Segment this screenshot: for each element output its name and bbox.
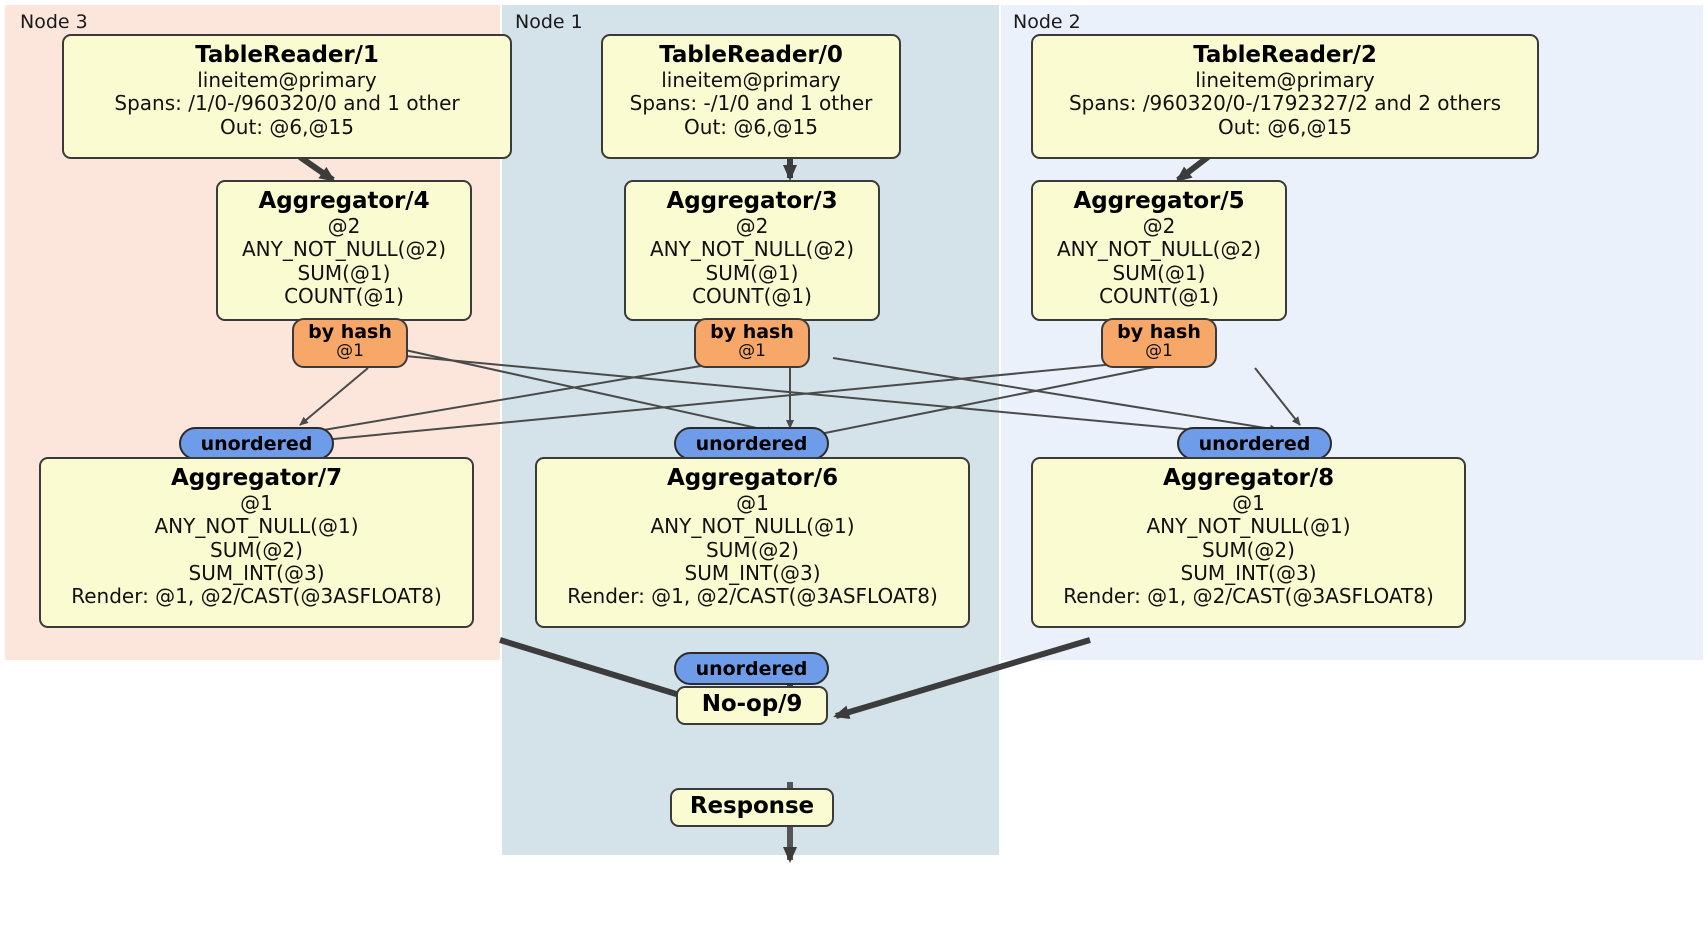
processor-aggregator-8[interactable]: Aggregator/8 @1 ANY_NOT_NULL(@1) SUM(@2)… bbox=[1031, 457, 1466, 628]
synchronizer-center[interactable]: unordered bbox=[674, 427, 829, 460]
processor-line: SUM_INT(@3) bbox=[1180, 561, 1317, 586]
hash-router-label: by hash bbox=[1117, 321, 1201, 343]
processor-line: SUM(@2) bbox=[210, 537, 303, 562]
synchronizer-right[interactable]: unordered bbox=[1177, 427, 1332, 460]
processor-line: ANY_NOT_NULL(@1) bbox=[650, 514, 855, 539]
processor-line: SUM(@2) bbox=[1202, 537, 1295, 562]
node-label-node1: Node 1 bbox=[515, 11, 583, 33]
processor-line: @1 bbox=[736, 490, 769, 515]
processor-line: Spans: /960320/0-/1792327/2 and 2 others bbox=[1068, 91, 1501, 116]
hash-router-label: by hash bbox=[710, 321, 794, 343]
processor-line: SUM_INT(@3) bbox=[188, 561, 325, 586]
processor-aggregator-6[interactable]: Aggregator/6 @1 ANY_NOT_NULL(@1) SUM(@2)… bbox=[535, 457, 970, 628]
processor-line: COUNT(@1) bbox=[1099, 284, 1219, 309]
synchronizer-final[interactable]: unordered bbox=[674, 652, 829, 685]
processor-noop-9[interactable]: No-op/9 bbox=[676, 686, 828, 725]
processor-line: lineitem@primary bbox=[1195, 67, 1375, 92]
processor-line: SUM(@1) bbox=[705, 260, 799, 285]
processor-line: Spans: -/1/0 and 1 other bbox=[629, 91, 873, 116]
processor-line: ANY_NOT_NULL(@2) bbox=[650, 237, 854, 262]
processor-line: COUNT(@1) bbox=[284, 284, 404, 309]
processor-title: Aggregator/8 bbox=[1163, 465, 1334, 491]
processor-line: ANY_NOT_NULL(@1) bbox=[154, 514, 359, 539]
processor-line: SUM_INT(@3) bbox=[684, 561, 821, 586]
hash-router-left[interactable]: by hash @1 bbox=[292, 318, 408, 368]
hash-router-label: by hash bbox=[308, 321, 392, 343]
processor-title: Aggregator/4 bbox=[258, 188, 430, 214]
processor-title: Aggregator/3 bbox=[666, 188, 838, 214]
processor-line: SUM(@1) bbox=[1112, 260, 1206, 285]
processor-response[interactable]: Response bbox=[670, 788, 834, 827]
processor-line: Spans: /1/0-/960320/0 and 1 other bbox=[114, 91, 460, 116]
processor-aggregator-3[interactable]: Aggregator/3 @2 ANY_NOT_NULL(@2) SUM(@1)… bbox=[624, 180, 880, 321]
processor-line: @1 bbox=[240, 490, 273, 515]
processor-line: COUNT(@1) bbox=[692, 284, 812, 309]
processor-line: ANY_NOT_NULL(@2) bbox=[242, 237, 446, 262]
processor-line: @2 bbox=[1142, 213, 1176, 238]
processor-line: ANY_NOT_NULL(@1) bbox=[1146, 514, 1351, 539]
node-label-node2: Node 2 bbox=[1013, 11, 1081, 33]
processor-render-line: Render: @1, @2/CAST(@3ASFLOAT8) bbox=[1063, 584, 1434, 609]
processor-title: TableReader/2 bbox=[1193, 42, 1377, 68]
hash-router-column: @1 bbox=[1145, 340, 1173, 361]
processor-title: No-op/9 bbox=[701, 691, 803, 717]
processor-line: SUM(@2) bbox=[706, 537, 799, 562]
processor-line: @2 bbox=[735, 213, 769, 238]
processor-title: TableReader/1 bbox=[195, 42, 379, 68]
processor-line: @2 bbox=[327, 213, 361, 238]
hash-router-column: @1 bbox=[336, 340, 364, 361]
synchronizer-left[interactable]: unordered bbox=[179, 427, 334, 460]
processor-line: lineitem@primary bbox=[197, 67, 377, 92]
processor-aggregator-5[interactable]: Aggregator/5 @2 ANY_NOT_NULL(@2) SUM(@1)… bbox=[1031, 180, 1287, 321]
processor-tablereader-2[interactable]: TableReader/2 lineitem@primary Spans: /9… bbox=[1031, 34, 1539, 159]
processor-line: Out: @6,@15 bbox=[220, 114, 354, 139]
processor-tablereader-1[interactable]: TableReader/1 lineitem@primary Spans: /1… bbox=[62, 34, 512, 159]
processor-line: SUM(@1) bbox=[297, 260, 391, 285]
processor-aggregator-7[interactable]: Aggregator/7 @1 ANY_NOT_NULL(@1) SUM(@2)… bbox=[39, 457, 474, 628]
processor-line: lineitem@primary bbox=[661, 67, 841, 92]
processor-tablereader-0[interactable]: TableReader/0 lineitem@primary Spans: -/… bbox=[601, 34, 901, 159]
node-label-node3: Node 3 bbox=[20, 11, 88, 33]
processor-title: Aggregator/5 bbox=[1073, 188, 1245, 214]
processor-line: @1 bbox=[1232, 490, 1265, 515]
hash-router-right[interactable]: by hash @1 bbox=[1101, 318, 1217, 368]
hash-router-column: @1 bbox=[738, 340, 766, 361]
processor-title: Response bbox=[689, 793, 815, 819]
processor-line: Out: @6,@15 bbox=[684, 114, 818, 139]
processor-title: TableReader/0 bbox=[659, 42, 843, 68]
processor-render-line: Render: @1, @2/CAST(@3ASFLOAT8) bbox=[567, 584, 938, 609]
hash-router-center[interactable]: by hash @1 bbox=[694, 318, 810, 368]
processor-line: ANY_NOT_NULL(@2) bbox=[1057, 237, 1261, 262]
processor-aggregator-4[interactable]: Aggregator/4 @2 ANY_NOT_NULL(@2) SUM(@1)… bbox=[216, 180, 472, 321]
processor-title: Aggregator/6 bbox=[667, 465, 838, 491]
processor-line: Out: @6,@15 bbox=[1218, 114, 1352, 139]
processor-title: Aggregator/7 bbox=[171, 465, 342, 491]
processor-render-line: Render: @1, @2/CAST(@3ASFLOAT8) bbox=[71, 584, 442, 609]
